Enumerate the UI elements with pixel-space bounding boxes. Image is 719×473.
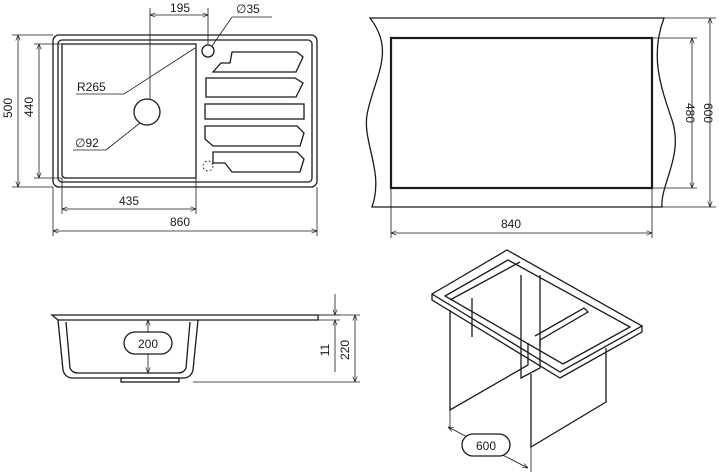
sink-top-view: 195 ∅35 R265 ∅92 500 440 435 860 <box>1 1 318 236</box>
cabinet-isometric-view: 600 <box>430 249 644 472</box>
cabinet-top-view: 840 600 480 <box>365 17 716 238</box>
drain-hole <box>133 98 161 126</box>
dim-bowl-width: 435 <box>119 194 139 208</box>
dim-cabinet-inner-height: 480 <box>683 103 697 123</box>
dim-total-depth: 220 <box>338 340 352 360</box>
dim-cabinet-width: 840 <box>501 217 521 231</box>
dim-overflow-diameter: ∅35 <box>236 2 260 16</box>
dim-drain-diameter: ∅92 <box>75 136 99 150</box>
overflow-hole <box>201 44 215 58</box>
dim-drain-offset: 195 <box>170 1 190 15</box>
sink-side-view: 200 11 220 <box>50 294 360 383</box>
tap-hole-marker <box>202 160 214 172</box>
dim-rim: 11 <box>318 343 332 356</box>
cabinet-dim-label-box <box>461 433 511 457</box>
dim-total-width: 860 <box>170 215 190 229</box>
dim-iso-cabinet: 600 <box>476 439 496 453</box>
dim-corner-radius: R265 <box>77 80 106 94</box>
dim-height-inner: 440 <box>22 97 36 117</box>
dim-cabinet-outer-height: 600 <box>701 103 715 123</box>
dim-height-outer: 500 <box>1 98 15 118</box>
dim-bowl-depth: 200 <box>138 337 158 351</box>
drainer-grooves <box>204 51 305 173</box>
bowl-depth-label-box <box>123 331 173 355</box>
